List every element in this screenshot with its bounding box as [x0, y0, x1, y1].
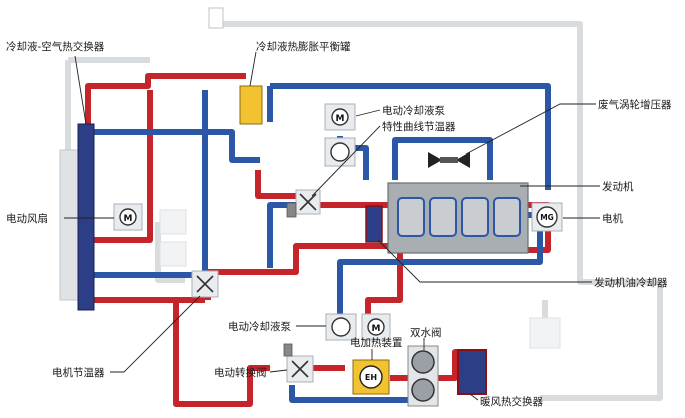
turbo-shaft [440, 157, 458, 163]
label-oil-cooler: 发动机油冷却器 [594, 276, 668, 289]
hot-pipe-left-inner [92, 90, 153, 243]
cold-pipe-bottom [289, 385, 420, 403]
pump-top-wheel-icon [330, 142, 350, 162]
leader-motor-thermostat [110, 295, 201, 373]
leader-radiator [74, 55, 87, 125]
engine-cylinder-4 [493, 197, 521, 237]
turbo-icon [428, 152, 470, 168]
engine-cylinder-2 [429, 197, 457, 237]
label-turbo: 废气涡轮增压器 [598, 98, 672, 111]
oil-cooler [365, 205, 383, 243]
char-thermostat-valve-icon [299, 193, 317, 211]
expansion-tank [239, 85, 263, 125]
ghost-pipe-right [540, 282, 663, 401]
radiator-core [77, 123, 95, 311]
label-radiator: 冷却液-空气热交换器 [6, 40, 105, 53]
leader-turbo [465, 103, 596, 155]
ghost-pipe-inner [155, 222, 185, 283]
engine-cylinder-3 [461, 197, 489, 237]
ghost-component-right [529, 317, 561, 349]
pump-top-motor-icon [331, 108, 349, 126]
label-expansion-tank: 冷却液热膨胀平衡罐 [256, 40, 351, 53]
leader-lines [64, 51, 600, 401]
label-pump-bottom: 电动冷却液泵 [228, 320, 291, 333]
hot-pipe-radiator-top [85, 73, 246, 150]
label-pump-top: 电动冷却液泵 [382, 104, 445, 117]
leader-char-thermostat [311, 125, 381, 197]
motor-generator-icon [536, 206, 558, 228]
switch-valve-icon [291, 360, 309, 378]
pump-bottom-motor-symbol: M [372, 324, 381, 334]
cold-pipe-radiator-top [92, 129, 260, 163]
pump-top-motor-symbol: M [336, 114, 345, 124]
pump-bottom-motor-icon [367, 318, 385, 336]
label-engine: 发动机 [602, 180, 634, 193]
label-fan: 电动风扇 [6, 212, 48, 225]
leader-oil-cooler [377, 239, 592, 283]
label-motor: 电机 [602, 212, 623, 225]
label-char-thermostat: 特性曲线节温器 [382, 120, 456, 133]
electric-heater-symbol: EH [365, 373, 377, 382]
cold-pipe-top-loop [270, 83, 551, 190]
ghost-component-left-1 [159, 209, 187, 235]
pump-bottom-wheel-icon [331, 317, 351, 337]
tank-neck [208, 7, 224, 29]
label-heater: 电加热装置 [350, 336, 403, 349]
leader-switch-valve [269, 369, 288, 373]
label-switch-valve: 电动转换阀 [214, 366, 267, 379]
label-motor-thermostat: 电机节温器 [52, 366, 105, 379]
double-valve-top-icon [411, 350, 435, 374]
electric-heater-icon [359, 365, 383, 389]
switch-valve-actuator [283, 343, 293, 357]
leader-expansion-tank [249, 51, 257, 87]
hot-pipe-to-thermostat [255, 170, 296, 199]
cold-pipe-turbo [392, 137, 493, 180]
motor-thermostat-valve-icon [196, 275, 214, 293]
motor-generator-symbol: MG [540, 213, 554, 222]
leader-heater-core [469, 393, 479, 401]
char-thermostat-actuator [286, 202, 297, 218]
heater-core [457, 349, 487, 395]
fan-motor-icon [119, 208, 137, 226]
ghost-component-left-2 [159, 241, 187, 267]
leader-pump-top [355, 109, 381, 117]
hot-pipe-engine-bottom [205, 243, 388, 300]
engine-cylinder-1 [397, 197, 425, 237]
labels: 冷却液-空气热交换器 冷却液热膨胀平衡罐 电动冷却液泵 特性曲线节温器 废气涡轮… [6, 40, 672, 408]
hot-pipe-engine-to-heater [365, 246, 403, 318]
hot-pipe-motor-loop [173, 300, 270, 407]
label-heater-core: 暖风热交换器 [480, 395, 543, 408]
double-valve-bottom-icon [411, 378, 435, 402]
label-double-valve: 双水阀 [410, 326, 442, 339]
fan-grill [59, 149, 81, 301]
fan-motor-symbol: M [124, 214, 133, 224]
